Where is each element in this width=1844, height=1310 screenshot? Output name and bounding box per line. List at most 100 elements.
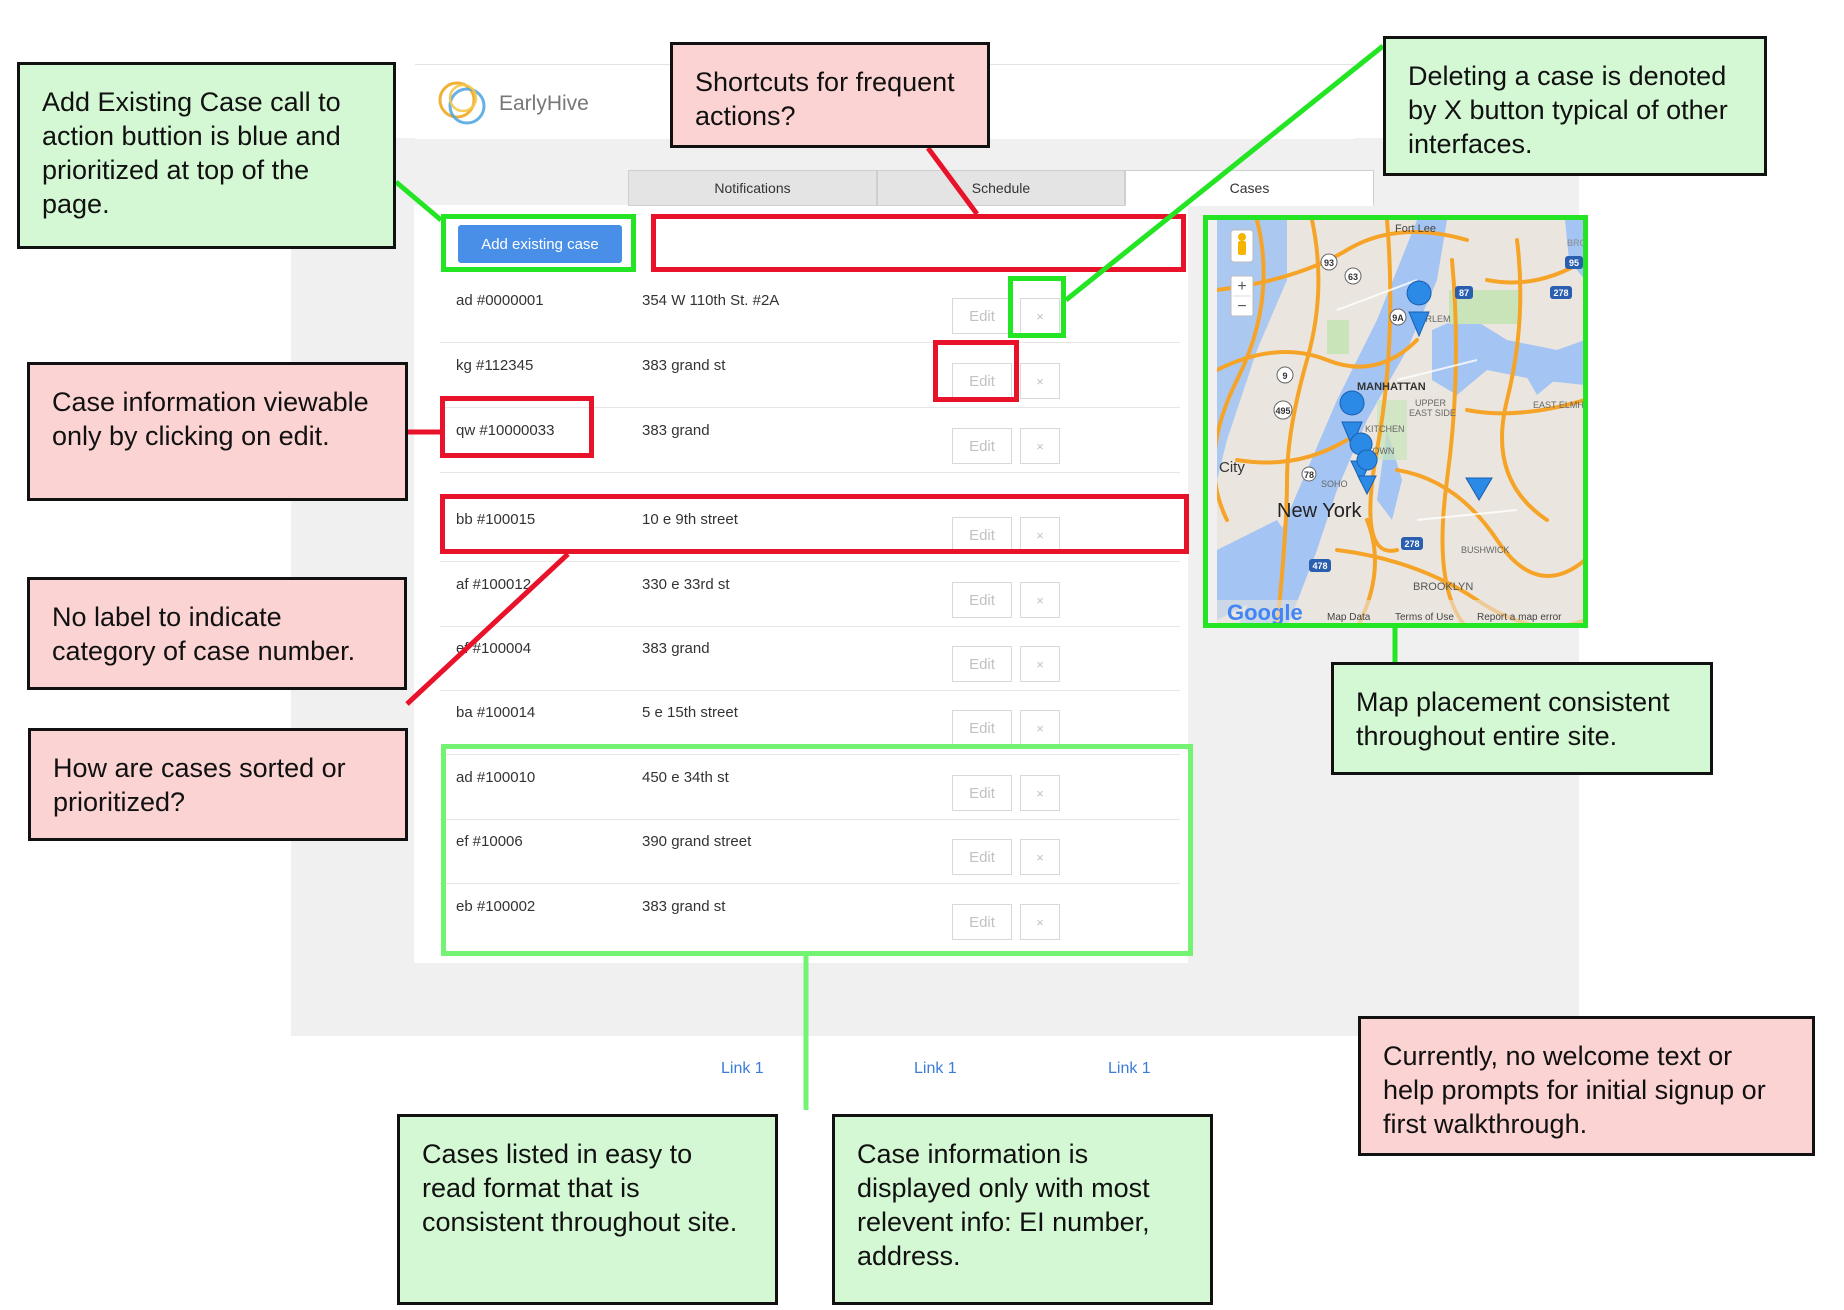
footer-link[interactable]: Link 1 [1108,1060,1151,1077]
case-address: 383 grand [642,640,710,657]
highway-shield: 478 [1312,561,1327,571]
case-row: ef #10006 390 grand street Edit × [440,819,1180,884]
highlight-map [1203,215,1588,628]
case-address: 450 e 34th st [642,769,729,786]
highway-shield: 278 [1553,288,1568,298]
map-label: HARLEM [1413,314,1451,324]
case-id: af #100012 [456,576,532,593]
highway-shield: 278 [1404,539,1419,549]
delete-button[interactable]: × [1020,775,1060,811]
highway-shield: 9A [1392,313,1404,323]
map-label: EAST SIDE [1409,408,1456,418]
report-error-link[interactable]: Report a map error [1477,612,1562,623]
highway-shield: 9 [1282,371,1287,381]
map-label: BRO [1567,238,1585,248]
case-address: 5 e 15th street [642,704,738,721]
highlight-case-row [440,494,1189,554]
footer-link[interactable]: Link 1 [914,1060,957,1077]
case-id: kg #112345 [456,357,534,374]
highlight-edit-button [933,340,1019,402]
footer-link[interactable]: Link 1 [721,1060,764,1077]
case-id: eb #100002 [456,898,536,915]
edit-button[interactable]: Edit [952,428,1012,464]
edit-button[interactable]: Edit [952,646,1012,682]
callout-sorted: How are cases sorted or prioritized? [28,728,408,841]
logo[interactable]: EarlyHive [433,72,589,136]
case-id: ef #100004 [456,640,532,657]
map-label: SOHO [1321,479,1348,489]
highway-shield: 495 [1275,406,1290,416]
map-label: New York [1277,500,1362,522]
map-label: MANHATTAN [1357,381,1426,393]
case-row: ba #100014 5 e 15th street Edit × [440,690,1180,755]
map-data-link[interactable]: Map Data [1327,612,1371,623]
highlight-add-button [441,214,636,272]
map-label: BUSHWICK [1461,545,1510,555]
tab-schedule[interactable]: Schedule [877,170,1125,206]
map-label: KITCHEN [1365,424,1405,434]
delete-button[interactable]: × [1020,839,1060,875]
case-row: af #100012 330 e 33rd st Edit × [440,562,1180,627]
case-address: 330 e 33rd st [642,576,730,593]
map-label: BROOKLYN [1413,581,1473,593]
edit-button[interactable]: Edit [952,582,1012,618]
delete-button[interactable]: × [1020,646,1060,682]
zoom-out-icon[interactable]: − [1237,298,1246,315]
highway-shield: 87 [1459,288,1469,298]
delete-button[interactable]: × [1020,298,1060,334]
edit-button[interactable]: Edit [952,710,1012,746]
map-pin-icon[interactable] [1406,280,1432,338]
delete-button[interactable]: × [1020,363,1060,399]
tab-label: Notifications [714,180,791,196]
callout-shortcuts: Shortcuts for frequent actions? [670,42,990,148]
highlight-case-list [441,744,1193,956]
add-existing-case-button[interactable]: Add existing case [458,225,622,263]
delete-button[interactable]: × [1020,582,1060,618]
terms-link[interactable]: Terms of Use [1395,612,1454,623]
tab-label: Cases [1229,180,1270,196]
edit-button[interactable]: Edit [952,839,1012,875]
map-label: City [1219,459,1245,476]
map-label: UPPER [1415,398,1447,408]
case-id: ef #10006 [456,833,523,850]
tab-cases[interactable]: Cases [1125,170,1374,206]
tab-notifications[interactable]: Notifications [628,170,877,206]
map-label: Fort Lee [1395,223,1436,235]
case-address: 354 W 110th St. #2A [642,292,780,309]
map-pin-icon[interactable] [1465,477,1493,501]
edit-button[interactable]: Edit [952,775,1012,811]
logo-text: EarlyHive [499,92,589,115]
highlight-delete-button [1008,276,1066,338]
case-address: 383 grand [642,422,710,439]
map-pin-icon[interactable] [1356,449,1378,496]
case-row: ad #100010 450 e 34th st Edit × [440,755,1180,820]
callout-listed: Cases listed in easy to read format that… [397,1114,778,1305]
callout-map-placement: Map placement consistent throughout enti… [1331,662,1713,775]
case-row: ef #100004 383 grand Edit × [440,626,1180,691]
highlight-case-id [440,396,594,458]
case-row: eb #100002 383 grand st Edit × [440,884,1180,948]
delete-button[interactable]: × [1020,904,1060,940]
earlyhive-logo-icon [438,81,486,125]
highway-shield: 95 [1569,258,1579,268]
map-label: EAST ELMH [1533,400,1584,410]
case-row: qw #10000033 383 grand Edit × [440,408,1180,473]
case-row: ad #0000001 354 W 110th St. #2A Edit × [440,278,1180,343]
tab-label: Schedule [971,180,1031,196]
case-id: ba #100014 [456,704,536,721]
callout-deleting: Deleting a case is denoted by X button t… [1383,36,1767,176]
case-address: 10 e 9th street [642,511,738,528]
case-row: bb #100015 10 e 9th street Edit × [440,497,1180,562]
case-id: bb #100015 [456,511,536,528]
edit-button[interactable]: Edit [952,298,1012,334]
case-id: ad #0000001 [456,292,544,309]
case-id: qw #10000033 [456,422,555,439]
delete-button[interactable]: × [1020,428,1060,464]
delete-button[interactable]: × [1020,517,1060,553]
highway-shield: 78 [1304,470,1314,480]
case-id: ad #100010 [456,769,536,786]
edit-button[interactable]: Edit [952,517,1012,553]
delete-button[interactable]: × [1020,710,1060,746]
edit-button[interactable]: Edit [952,904,1012,940]
google-logo: Google [1227,600,1303,625]
